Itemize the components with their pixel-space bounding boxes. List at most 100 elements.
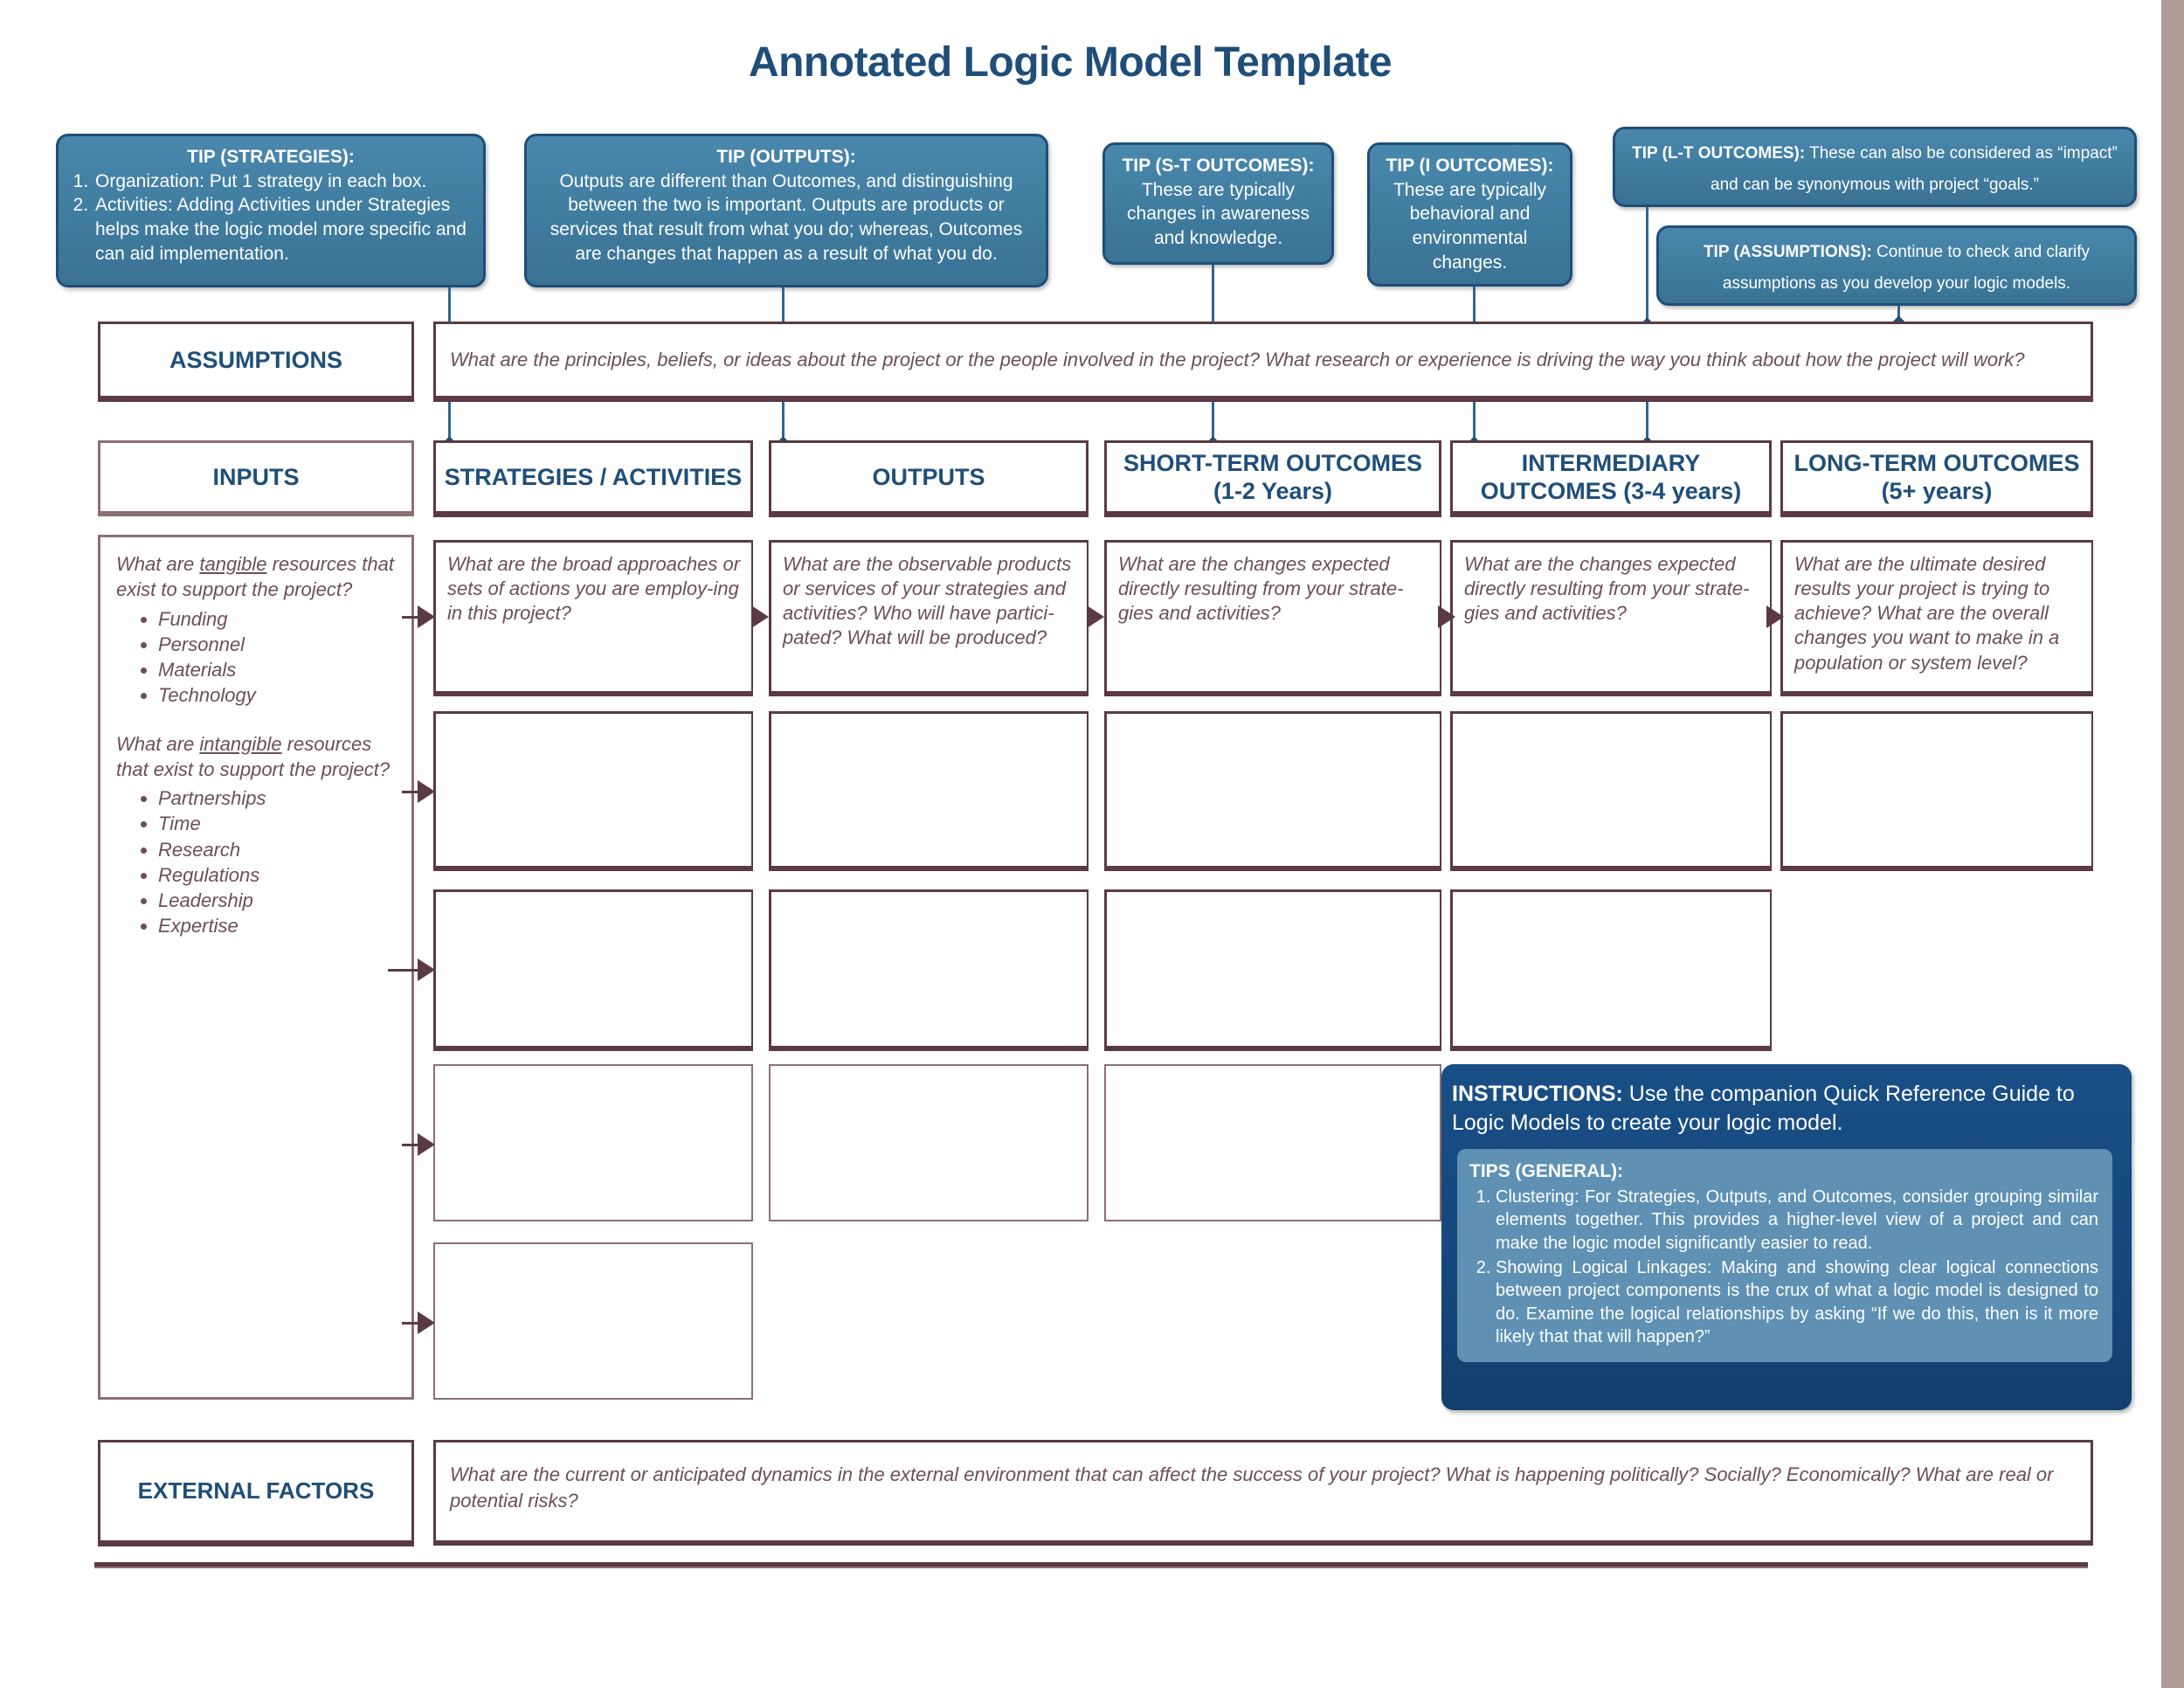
tip-assumptions-title: TIP (ASSUMPTIONS): [1703, 243, 1872, 261]
tip-outputs-title: TIP (OUTPUTS): [716, 147, 856, 167]
flow-arrow-inputs-to-strategies-row3 [418, 958, 435, 981]
tip-outputs-body: Outputs are different than Outcomes, and… [549, 170, 1023, 264]
column-header-strategies-text: STRATEGIES / ACTIVITIES [444, 463, 743, 490]
list-item: Expertise [158, 913, 399, 938]
arrow-stem [402, 616, 419, 619]
cell-strategies-row4[interactable] [433, 1064, 753, 1221]
cell-outputs-row1[interactable] [769, 540, 1089, 694]
inputs-intangible-list: Partnerships Time Research Regulations L… [116, 785, 399, 939]
flow-arrow-inputs-to-strategies-row1 [418, 605, 435, 628]
bottom-divider [94, 1562, 2088, 1568]
tips-general-box: TIPS (GENERAL): Clustering: For Strategi… [1457, 1149, 2112, 1363]
column-header-outputs: OUTPUTS [769, 440, 1089, 514]
cell-short-term-row4[interactable] [1104, 1064, 1441, 1221]
column-header-short-term-line1: SHORT-TERM OUTCOMES [1123, 449, 1422, 476]
column-header-long-term-line1: LONG-TERM OUTCOMES [1794, 449, 2080, 476]
arrow-stem [402, 1144, 419, 1146]
prompt-intermediary: What are the changes expected directly r… [1464, 553, 1750, 625]
inputs-question-intangible: What are intangible resources that exist… [116, 731, 399, 783]
list-item: Technology [158, 682, 399, 708]
inputs-content-cell[interactable]: What are tangible resources that exist t… [98, 535, 414, 1400]
tip-callout-long-term-outcomes: TIP (L-T OUTCOMES): These can also be co… [1613, 127, 2137, 207]
flow-arrow-inputs-to-strategies-row5 [418, 1311, 435, 1334]
flow-arrow-strategies-to-outputs [751, 605, 769, 628]
tip-callout-intermediary-outcomes: TIP (I OUTCOMES): These are typically be… [1367, 142, 1572, 287]
column-header-inputs-text: INPUTS [212, 463, 300, 490]
external-factors-prompt-cell[interactable]: What are the current or anticipated dyna… [433, 1440, 2093, 1543]
list-item: Showing Logical Linkages: Making and sho… [1496, 1256, 2098, 1349]
row-label-assumptions: ASSUMPTIONS [98, 322, 414, 398]
cell-short-term-row2[interactable] [1104, 711, 1441, 868]
cell-strategies-row1[interactable] [433, 540, 753, 694]
instructions-label: INSTRUCTIONS: [1452, 1082, 1623, 1106]
column-header-short-term-line2: (1-2 Years) [1213, 478, 1333, 504]
inputs-tangible-list: Funding Personnel Materials Technology [116, 606, 399, 709]
list-item: Time [158, 811, 399, 836]
instructions-body: Use the companion Quick Reference Guide … [1452, 1082, 2075, 1135]
inputs-q2-emphasis: intangible [199, 732, 282, 755]
column-header-long-term-outcomes: LONG-TERM OUTCOMES (5+ years) [1780, 440, 2093, 514]
column-header-intermediary-line1: INTERMEDIARY [1521, 449, 1701, 476]
cell-strategies-row5[interactable] [433, 1242, 753, 1400]
tip-short-term-body: These are typically changes in awareness… [1127, 179, 1310, 249]
cell-short-term-row3[interactable] [1104, 889, 1441, 1048]
column-header-long-term-line2: (5+ years) [1881, 478, 1993, 504]
cell-outputs-row3[interactable] [769, 889, 1089, 1048]
cell-outputs-row2[interactable] [769, 711, 1089, 868]
tip-short-term-title: TIP (S-T OUTCOMES): [1122, 156, 1315, 176]
prompt-long-term: What are the ultimate desired results yo… [1794, 553, 2060, 674]
list-item: Clustering: For Strategies, Outputs, and… [1496, 1186, 2098, 1255]
tip-long-term-title: TIP (L-T OUTCOMES): [1632, 144, 1806, 163]
tip-callout-outputs: TIP (OUTPUTS): Outputs are different tha… [524, 134, 1048, 287]
list-item: Leadership [158, 888, 399, 913]
page-edge-strip [2161, 0, 2184, 1688]
flow-arrow-outputs-to-short-term [1087, 605, 1104, 628]
flow-arrow-intermediary-to-long-term [1766, 605, 1784, 628]
cell-strategies-row2[interactable] [433, 711, 753, 868]
tip-callout-assumptions: TIP (ASSUMPTIONS): Continue to check and… [1656, 225, 2137, 306]
row-label-external-factors-text: EXTERNAL FACTORS [137, 1477, 375, 1505]
tip-strategies-title: TIP (STRATEGIES): [187, 147, 355, 167]
inputs-q1-emphasis: tangible [199, 553, 267, 575]
cell-strategies-row3[interactable] [433, 889, 753, 1048]
column-header-intermediary-outcomes: INTERMEDIARY OUTCOMES (3-4 years) [1450, 440, 1772, 514]
tip-assumptions-body: Continue to check and clarify assumption… [1722, 243, 2091, 294]
tip-intermediary-title: TIP (I OUTCOMES): [1386, 156, 1554, 176]
list-item: Funding [158, 606, 399, 632]
row-label-assumptions-text: ASSUMPTIONS [169, 346, 343, 373]
inputs-q1-pre: What are [116, 553, 200, 575]
prompt-strategies: What are the broad approaches or sets of… [447, 553, 741, 625]
tip-callout-short-term-outcomes: TIP (S-T OUTCOMES): These are typically … [1102, 142, 1334, 265]
cell-intermediary-row2[interactable] [1450, 711, 1772, 868]
cell-long-term-row2[interactable] [1780, 711, 2093, 868]
arrow-stem [402, 791, 419, 793]
inputs-q2-post: resources that exist to support the proj… [116, 732, 390, 780]
column-header-strategies: STRATEGIES / ACTIVITIES [433, 440, 753, 514]
cell-long-term-row1[interactable] [1780, 540, 2093, 694]
inputs-q2-pre: What are [116, 732, 200, 755]
cell-short-term-row1[interactable] [1104, 540, 1441, 694]
cell-intermediary-row3[interactable] [1450, 889, 1772, 1048]
list-item: Regulations [158, 862, 399, 888]
list-item: Materials [158, 657, 399, 682]
tips-general-list: Clustering: For Strategies, Outputs, and… [1469, 1186, 2098, 1349]
inputs-question-tangible: What are tangible resources that exist t… [116, 551, 399, 603]
tip-long-term-body: These can also be considered as “impact”… [1711, 144, 2118, 195]
assumptions-prompt-cell[interactable]: What are the principles, beliefs, or ide… [433, 322, 2093, 398]
cell-outputs-row4[interactable] [769, 1064, 1089, 1221]
list-item: Partnerships [158, 785, 399, 811]
tip-callout-strategies: TIP (STRATEGIES): Organization: Put 1 st… [56, 134, 486, 287]
prompt-outputs: What are the observable products or serv… [783, 553, 1072, 649]
external-factors-prompt-text: What are the current or anticipated dyna… [450, 1463, 2054, 1512]
column-header-inputs: INPUTS [98, 440, 414, 514]
prompt-short-term: What are the changes expected directly r… [1118, 553, 1404, 625]
flow-arrow-short-term-to-intermediary [1438, 605, 1455, 628]
column-header-outputs-text: OUTPUTS [872, 463, 985, 490]
flow-arrow-inputs-to-strategies-row4 [418, 1133, 435, 1156]
tip-intermediary-body: These are typically behavioral and envir… [1393, 179, 1547, 273]
tip-strategies-item: Organization: Put 1 strategy in each box… [93, 169, 471, 194]
page-edge-gap [2156, 0, 2161, 1688]
column-header-intermediary-line2: OUTCOMES (3-4 years) [1480, 478, 1742, 504]
flow-arrow-inputs-to-strategies-row2 [418, 780, 435, 803]
